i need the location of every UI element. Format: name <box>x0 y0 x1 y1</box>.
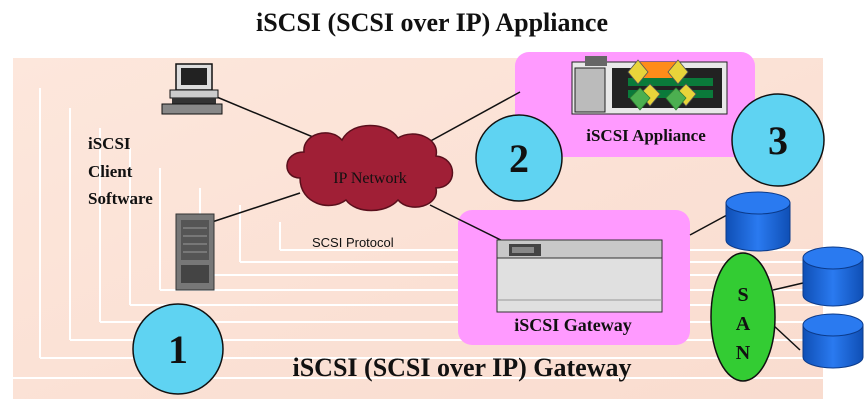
disk-cylinder-icon <box>802 246 864 307</box>
storage-appliance-icon <box>571 56 728 115</box>
disk-cylinder-icon <box>802 313 864 369</box>
tower-server-icon <box>175 213 215 291</box>
number-circle-2 <box>475 114 563 202</box>
gateway-label: iSCSI Gateway <box>514 315 632 335</box>
number-circle-3 <box>731 93 825 187</box>
client-software-line-2: Client <box>88 162 133 181</box>
san-letter-s: S <box>737 284 748 306</box>
number-3: 3 <box>768 118 788 163</box>
appliance-label: iSCSI Appliance <box>586 126 706 145</box>
san-letter-a: A <box>736 313 751 335</box>
client-software-line-3: Software <box>88 189 153 208</box>
disk-cylinder-icon <box>725 191 791 252</box>
number-circle-1 <box>132 303 224 395</box>
top-title: iSCSI (SCSI over IP) Appliance <box>256 8 608 37</box>
number-1: 1 <box>168 327 188 372</box>
scsi-protocol-label: SCSI Protocol <box>312 235 394 250</box>
san-letter-n: N <box>736 342 751 364</box>
number-2: 2 <box>509 136 529 181</box>
san-ellipse <box>710 252 776 382</box>
ip-network-cloud <box>286 124 454 212</box>
bottom-title: iSCSI (SCSI over IP) Gateway <box>293 353 632 382</box>
ip-network-label: IP Network <box>333 170 407 187</box>
gateway-device-icon <box>496 239 663 313</box>
client-software-line-1: iSCSI <box>88 134 131 153</box>
desktop-computer-icon <box>161 63 223 115</box>
